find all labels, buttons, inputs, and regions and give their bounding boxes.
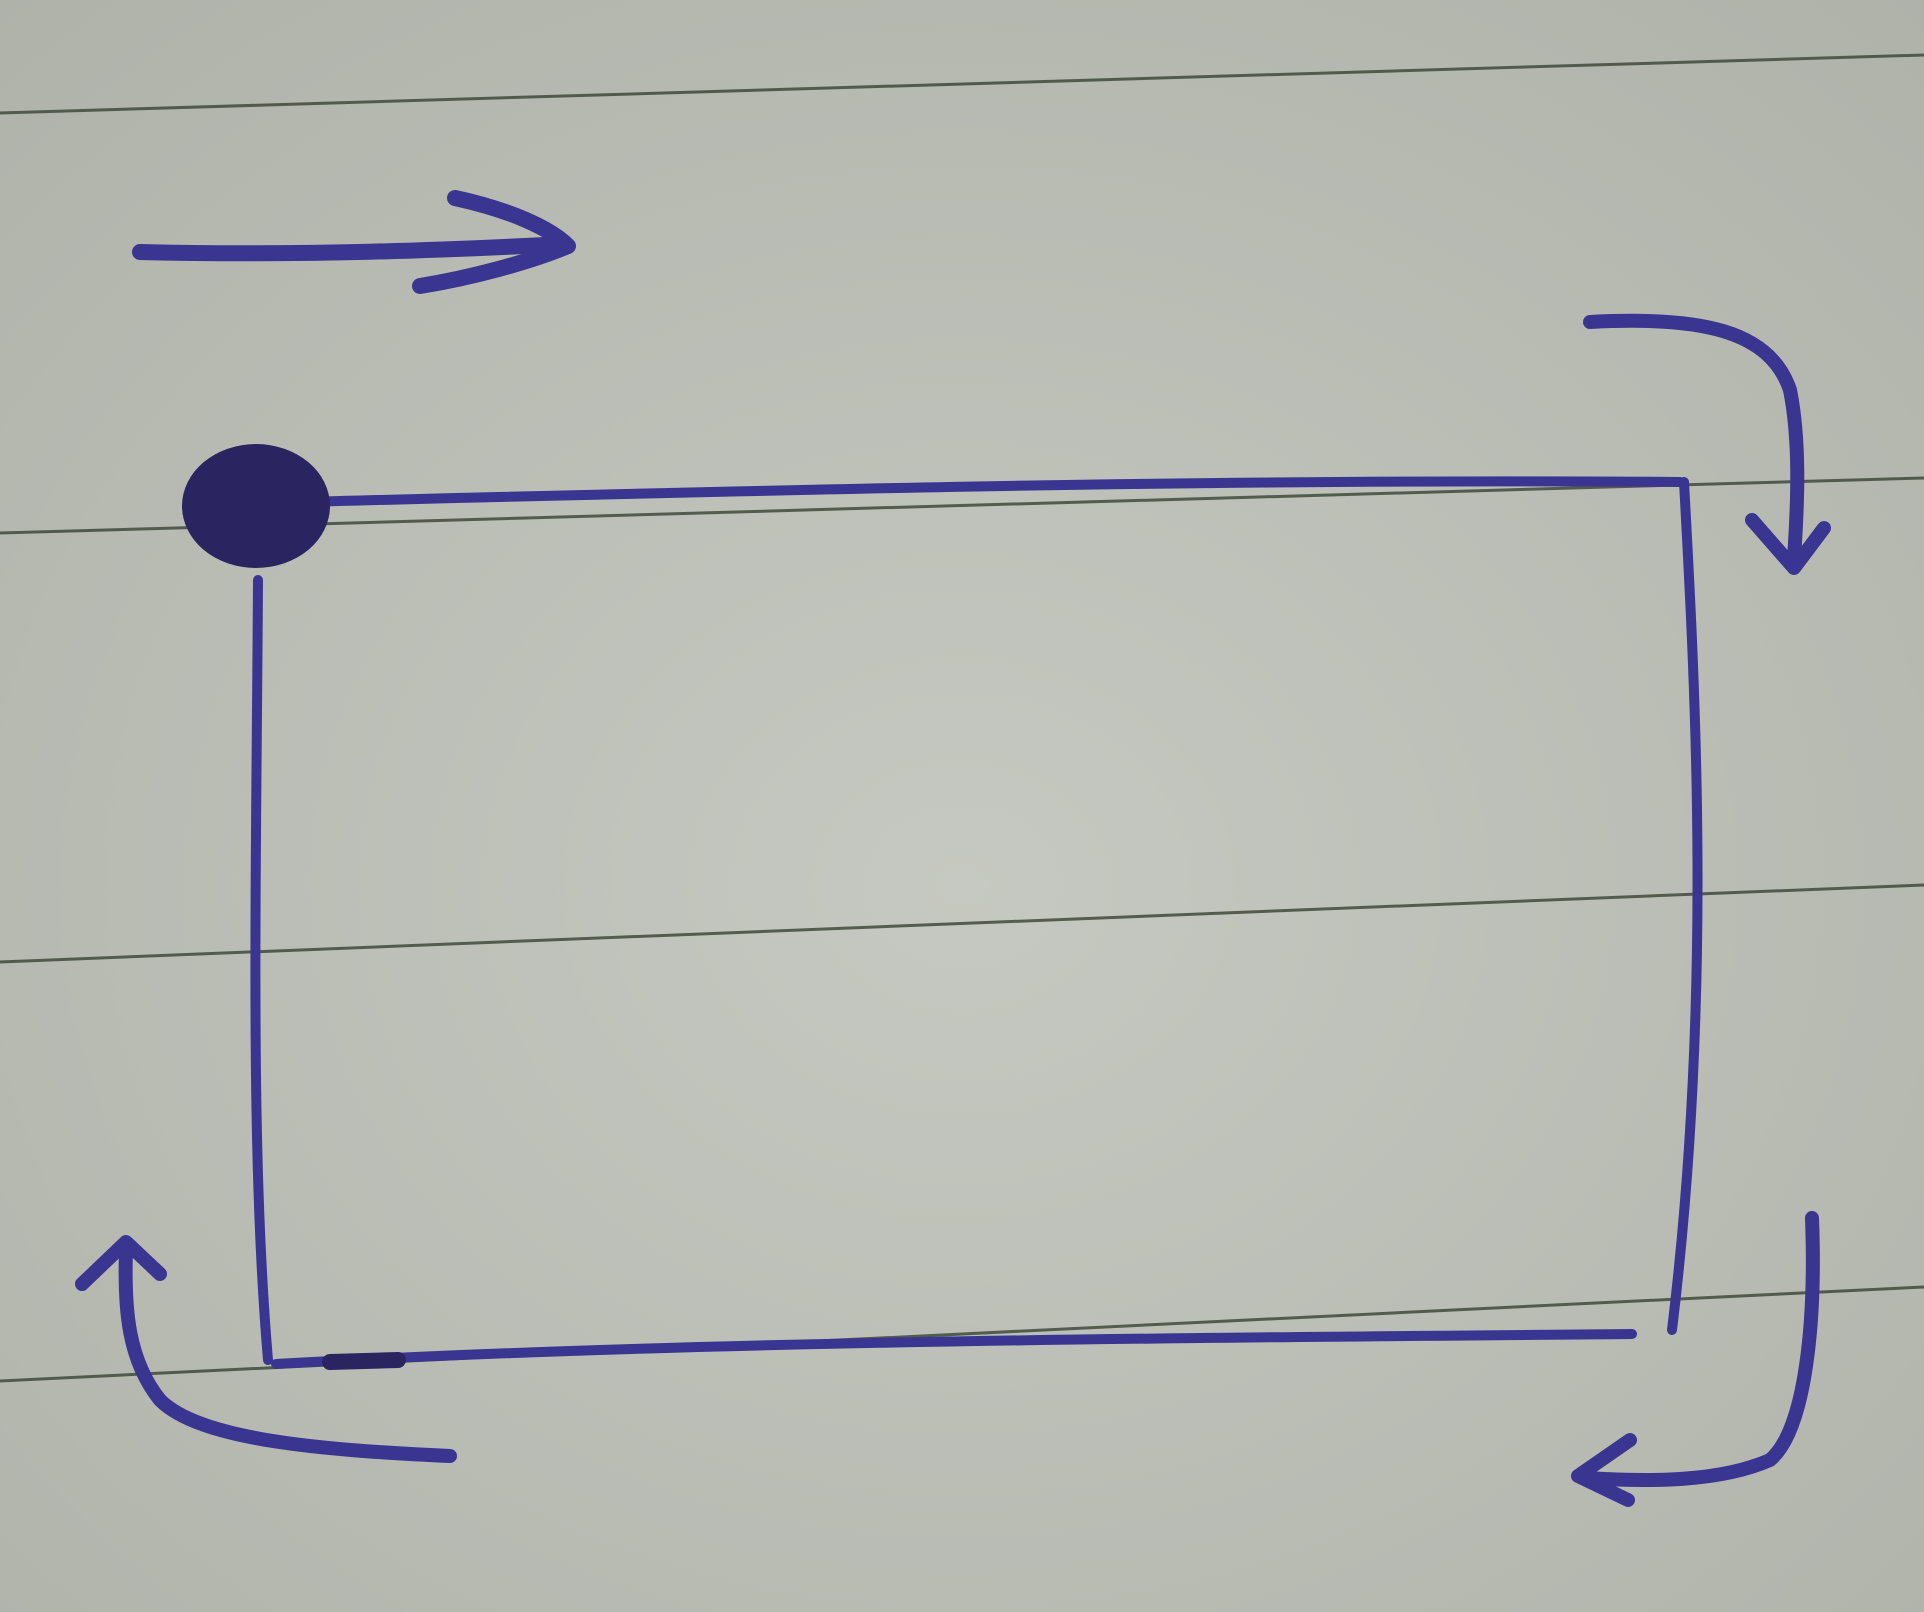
start-dot-icon [182, 444, 330, 568]
rule-line [0, 53, 1924, 115]
corner-dash [322, 1352, 406, 1370]
curved-arrow-left-icon [1571, 1211, 1820, 1507]
right-arrow-icon [132, 190, 576, 294]
curved-arrow-up-icon [75, 1235, 457, 1463]
rule-line [0, 883, 1924, 964]
bottom-edge [271, 1329, 1637, 1369]
top-edge [255, 476, 1685, 508]
curved-arrow-down-icon [1583, 313, 1831, 575]
right-edge [1667, 477, 1703, 1335]
left-edge [250, 575, 273, 1365]
rectangle-path [250, 476, 1703, 1369]
